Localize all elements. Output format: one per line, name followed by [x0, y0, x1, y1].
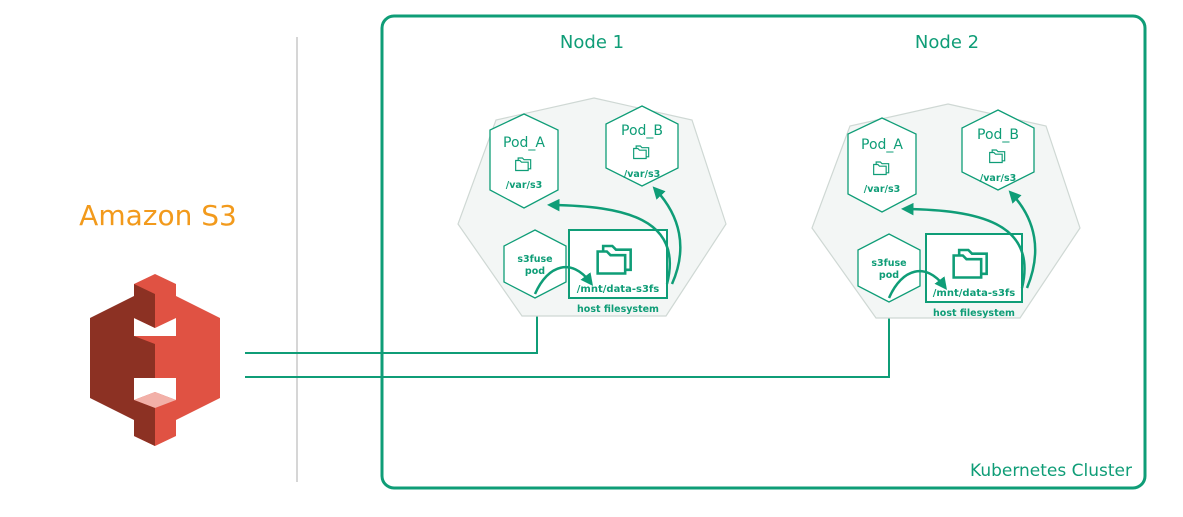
pod-b-label: Pod_B [977, 127, 1019, 143]
pod-a: Pod_A /var/s3 [489, 113, 559, 209]
pod-a-path: /var/s3 [506, 180, 543, 191]
folder-icon [952, 248, 988, 279]
pod-a: Pod_A /var/s3 [847, 117, 917, 213]
folder-icon [633, 145, 650, 160]
s3fuse-pod: s3fuse pod [503, 229, 567, 299]
arrow-s3fuse-to-mount [887, 269, 948, 299]
pod-a-label: Pod_A [861, 137, 903, 153]
arrow-mount-to-pod-a [547, 198, 672, 285]
host-filesystem-label: host filesystem [577, 304, 659, 315]
pod-a-path: /var/s3 [864, 184, 901, 195]
node-title: Node 2 [915, 32, 979, 53]
mount-box: /mnt/data-s3fs host filesystem [568, 229, 668, 315]
mount-path: /mnt/data-s3fs [577, 284, 659, 295]
s3fuse-label: s3fuse [517, 254, 552, 265]
s3-connection-node2 [245, 300, 890, 378]
pod-b: Pod_B /var/s3 [961, 109, 1035, 191]
node-1: Node 1 Pod_A /var/s3 Pod_B /var/s3 s3fus… [457, 32, 727, 317]
node-title: Node 1 [560, 32, 624, 53]
s3fuse-pod: s3fuse pod [857, 233, 921, 303]
cluster-label: Kubernetes Cluster [970, 461, 1132, 481]
folder-icon [989, 149, 1006, 164]
node-2: Node 2 Pod_A /var/s3 Pod_B /var/s3 s3fus… [811, 32, 1081, 319]
s3-label: Amazon S3 [79, 199, 237, 232]
arrow-s3fuse-to-mount [533, 265, 594, 295]
folder-icon [515, 157, 532, 172]
host-filesystem-label: host filesystem [933, 308, 1015, 319]
s3fuse-label: s3fuse [871, 258, 906, 269]
kubernetes-cluster-box [380, 14, 1147, 490]
mount-box: /mnt/data-s3fs host filesystem [925, 233, 1023, 319]
pod-b: Pod_B /var/s3 [605, 105, 679, 187]
folder-icon [596, 244, 632, 275]
amazon-s3-bucket-icon [90, 274, 220, 446]
pod-b-path: /var/s3 [980, 173, 1017, 184]
arrow-mount-to-pod-b [652, 186, 682, 285]
pod-a-label: Pod_A [503, 135, 545, 151]
mount-path: /mnt/data-s3fs [933, 288, 1015, 299]
folder-icon [873, 161, 890, 176]
s3fuse-label-2: pod [525, 266, 545, 277]
arrow-mount-to-pod-a [901, 202, 1026, 289]
s3fuse-label-2: pod [879, 270, 899, 281]
pod-b-path: /var/s3 [624, 169, 661, 180]
s3-connection-node1 [245, 300, 538, 354]
pod-b-label: Pod_B [621, 123, 663, 139]
arrow-mount-to-pod-b [1008, 190, 1037, 289]
